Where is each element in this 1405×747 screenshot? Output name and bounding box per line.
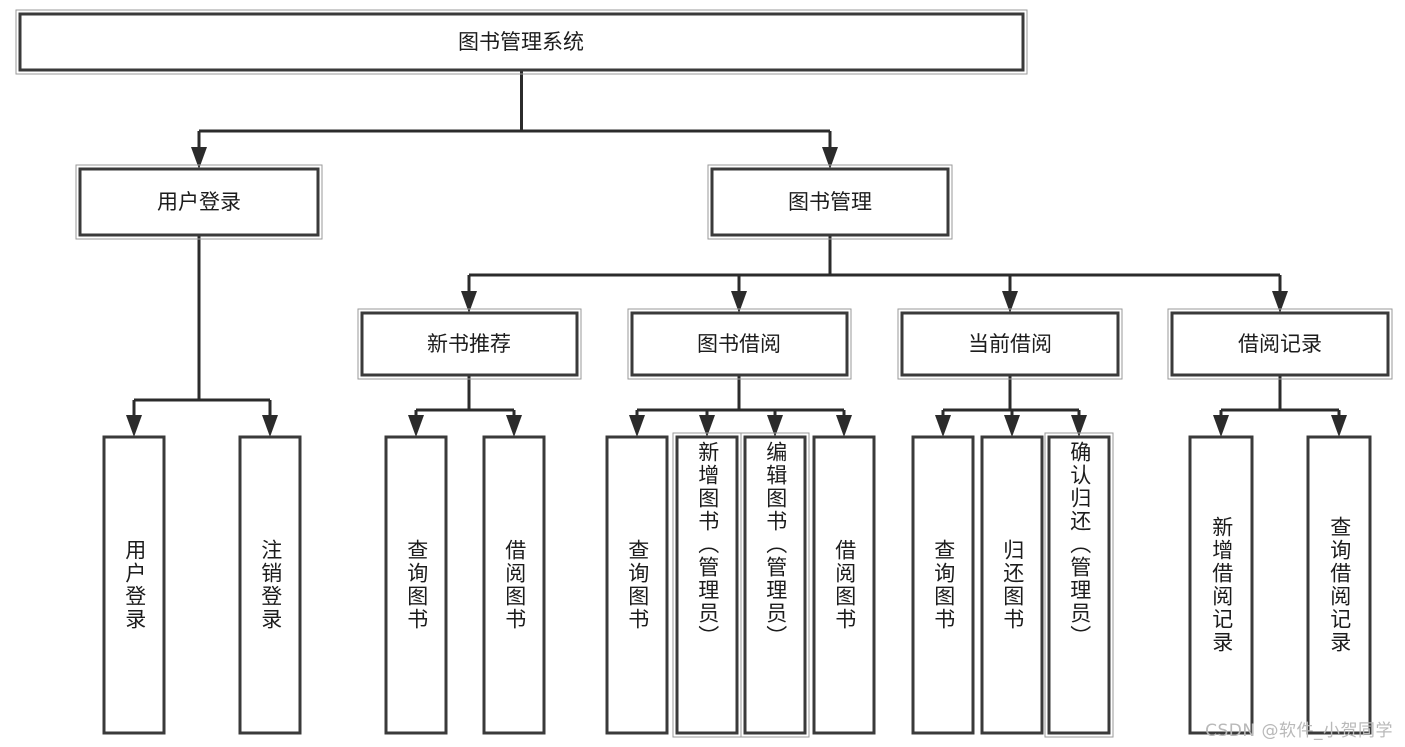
arrow-head-user-login-leaf (126, 415, 142, 437)
node-br-label: 借阅记录 (1238, 332, 1322, 356)
leaf-edit-book-admin-box (743, 435, 807, 735)
node-bb-outline (627, 308, 852, 380)
node-user-login[interactable]: 用户登录 (75, 164, 323, 240)
arrow-head-query-books-2 (629, 415, 645, 437)
leaf-query-borrow-record-box (1306, 435, 1372, 735)
arrow-head-borrow-books-1 (506, 415, 522, 437)
leaf-query-books-3-box (911, 435, 975, 735)
leaf-node-add-book-admin[interactable] (672, 432, 742, 738)
arrow-head-book-management (822, 147, 838, 169)
connector-group-book-borrow (629, 375, 852, 437)
leaf-node-edit-book-admin[interactable] (740, 432, 810, 738)
leaf-node-query-books-1[interactable] (384, 435, 448, 735)
leaf-confirm-return-box (1047, 435, 1111, 735)
connector-group-book-management (461, 235, 1288, 313)
node-user-login-label: 用户登录 (157, 190, 241, 214)
leaf-edit-book-admin-outline (740, 432, 810, 738)
node-root[interactable]: 图书管理系统 (15, 9, 1028, 75)
leaf-user-login-box (102, 435, 166, 735)
node-new-book-recommend[interactable]: 新书推荐 (357, 308, 582, 380)
node-bb-box (630, 311, 849, 377)
node-nbr-outline (357, 308, 582, 380)
node-cb-box (900, 311, 1120, 377)
node-bb-label: 图书借阅 (697, 332, 781, 356)
arrow-head-confirm-return-admin (1071, 415, 1087, 437)
node-cb-outline (897, 308, 1123, 380)
arrow-head-query-books-3 (935, 415, 951, 437)
arrow-head-new-book-recommend (461, 291, 477, 313)
node-borrow-records[interactable]: 借阅记录 (1167, 308, 1393, 380)
arrow-head-user-login (191, 147, 207, 169)
connector-group-root (191, 70, 838, 169)
node-book-management-outline (707, 164, 953, 240)
leaf-node-borrow-books-1[interactable] (482, 435, 546, 735)
leaf-confirm-return-outline (1044, 432, 1114, 738)
arrow-head-user-logout-leaf (262, 415, 278, 437)
arrow-head-borrow-records (1272, 291, 1288, 313)
node-nbr-box (360, 311, 579, 377)
watermark-text: CSDN @软件_小贺同学 (1205, 721, 1393, 741)
leaf-node-query-borrow-record[interactable] (1306, 435, 1372, 735)
connector-group-new-book-recommend (408, 375, 522, 437)
node-book-management-box (710, 167, 950, 237)
node-root-outline (15, 9, 1028, 75)
connector-group-current-borrow (935, 375, 1087, 437)
leaf-query-books-1-box (384, 435, 448, 735)
leaf-node-query-books-2[interactable] (605, 435, 669, 735)
leaf-node-borrow-books-2[interactable] (812, 435, 876, 735)
node-book-borrow[interactable]: 图书借阅 (627, 308, 852, 380)
node-book-management[interactable]: 图书管理 (707, 164, 953, 240)
leaf-node-return-books[interactable] (980, 435, 1044, 735)
connector-group-borrow-records (1213, 375, 1347, 437)
node-br-outline (1167, 308, 1393, 380)
arrow-head-add-book-admin (699, 415, 715, 437)
leaf-node-user-login[interactable] (102, 435, 166, 735)
node-user-login-outline (75, 164, 323, 240)
leaf-add-book-admin-box (675, 435, 739, 735)
arrow-head-add-borrow-record (1213, 415, 1229, 437)
leaf-return-books-box (980, 435, 1044, 735)
leaf-query-books-2-box (605, 435, 669, 735)
node-cb-label: 当前借阅 (968, 332, 1052, 356)
leaf-borrow-books-1-box (482, 435, 546, 735)
leaf-node-query-books-3[interactable] (911, 435, 975, 735)
arrow-head-return-books (1004, 415, 1020, 437)
leaf-borrow-books-2-box (812, 435, 876, 735)
node-nbr-label: 新书推荐 (427, 332, 511, 356)
node-user-login-box (78, 167, 320, 237)
arrow-head-book-borrow (731, 291, 747, 313)
leaf-node-user-logout[interactable] (238, 435, 302, 735)
arrow-head-query-borrow-record (1331, 415, 1347, 437)
arrow-head-edit-book-admin (767, 415, 783, 437)
connector-group-user-login (126, 235, 278, 437)
leaf-node-confirm-return-admin[interactable] (1044, 432, 1114, 738)
arrow-head-borrow-books-2 (836, 415, 852, 437)
node-root-label: 图书管理系统 (458, 30, 584, 54)
node-br-box (1170, 311, 1390, 377)
node-book-management-label: 图书管理 (788, 190, 872, 214)
leaf-node-add-borrow-record[interactable] (1188, 435, 1254, 735)
leaf-user-logout-box (238, 435, 302, 735)
arrow-head-query-books-1 (408, 415, 424, 437)
leaf-add-borrow-record-box (1188, 435, 1254, 735)
arrow-head-current-borrow (1002, 291, 1018, 313)
node-current-borrow[interactable]: 当前借阅 (897, 308, 1123, 380)
node-root-box (18, 12, 1025, 72)
